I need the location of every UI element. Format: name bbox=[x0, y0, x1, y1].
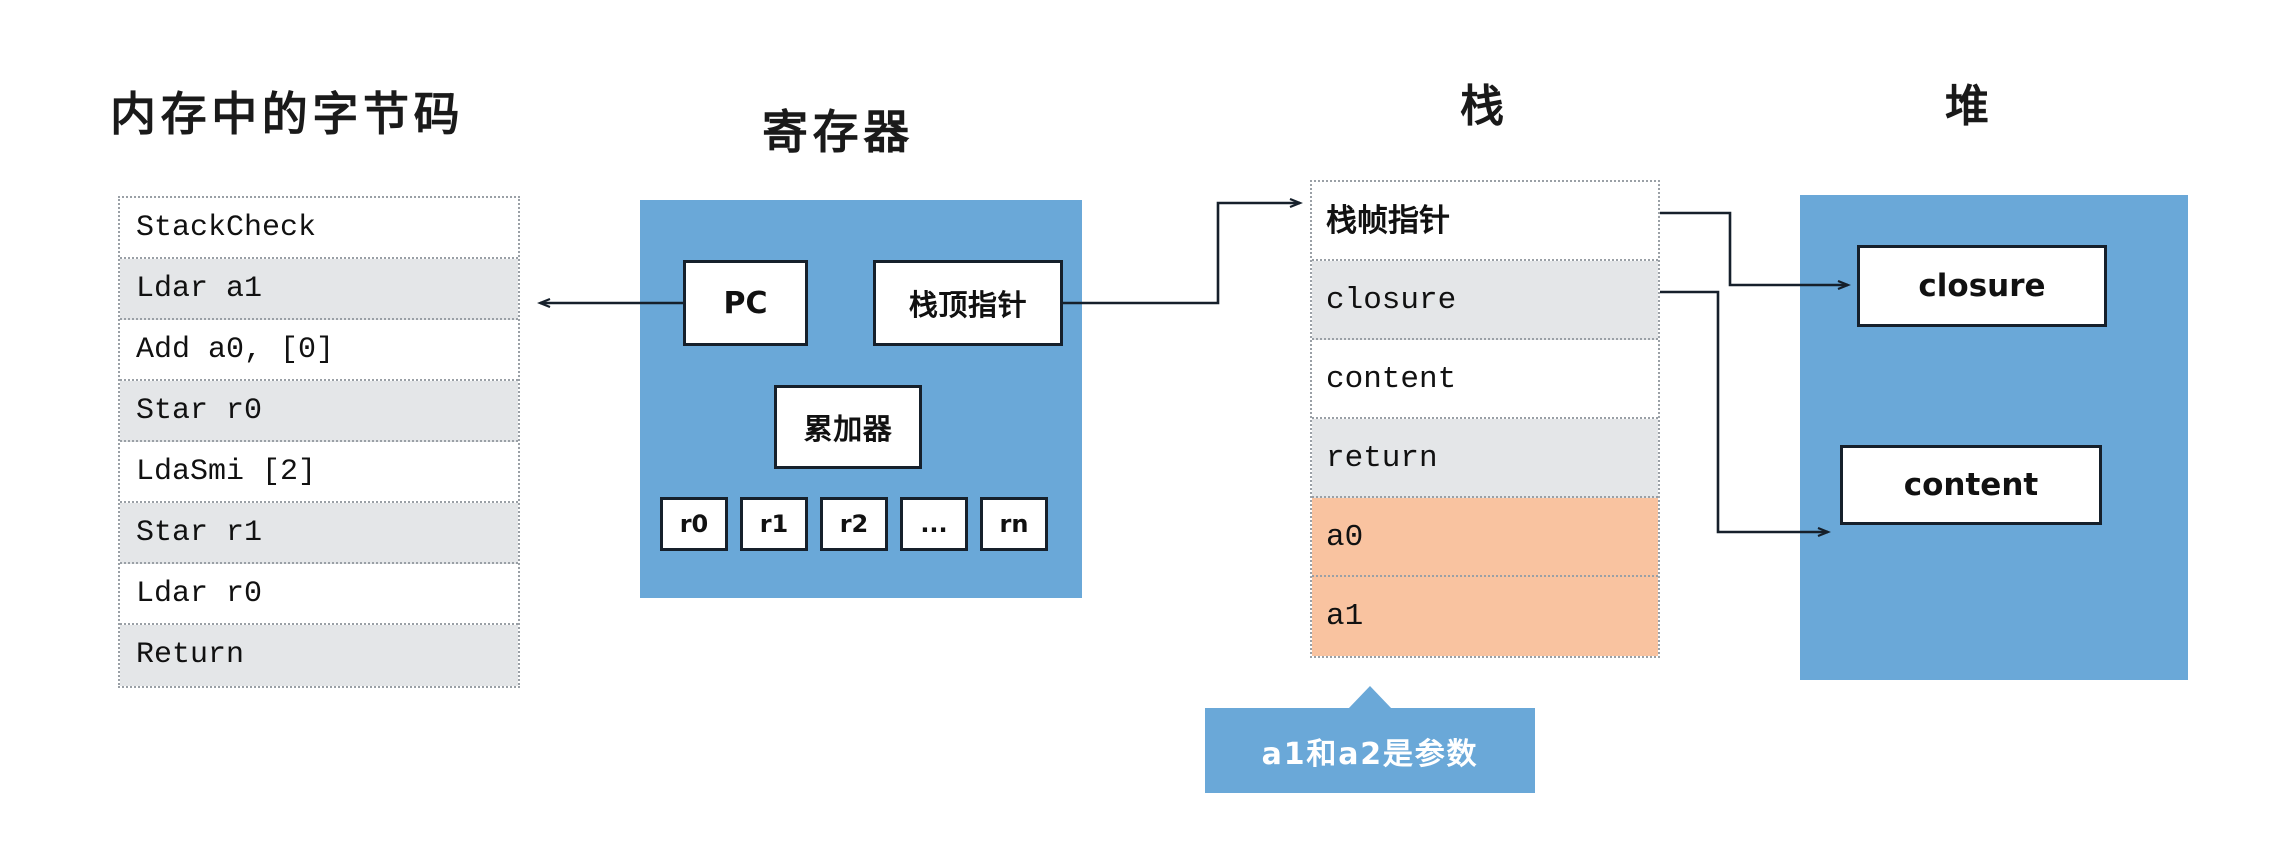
stack-slot-a1: a1 bbox=[1312, 577, 1658, 656]
bytecode-row: Ldar r0 bbox=[120, 564, 518, 625]
register-box-r1: r1 bbox=[740, 497, 808, 551]
heap-panel: closure content bbox=[1800, 195, 2188, 680]
register-accumulator-box: 累加器 bbox=[774, 385, 922, 469]
heap-section-title: 堆 bbox=[1945, 81, 1994, 132]
stack-slot-closure: closure bbox=[1312, 261, 1658, 340]
arguments-callout: a1和a2是参数 bbox=[1205, 708, 1535, 793]
heap-object-closure: closure bbox=[1857, 245, 2107, 327]
register-box-ellipsis: ... bbox=[900, 497, 968, 551]
stack-slot-content: content bbox=[1312, 340, 1658, 419]
bytecode-section-title: 内存中的字节码 bbox=[110, 87, 465, 141]
bytecode-row: Add a0, [0] bbox=[120, 320, 518, 381]
registers-panel: PC 栈顶指针 累加器 r0 r1 r2 ... rn bbox=[640, 200, 1082, 598]
registers-section-title: 寄存器 bbox=[762, 105, 914, 159]
bytecode-row: Ldar a1 bbox=[120, 259, 518, 320]
register-box-rn: rn bbox=[980, 497, 1048, 551]
bytecode-list: StackCheck Ldar a1 Add a0, [0] Star r0 L… bbox=[118, 196, 520, 688]
connector-sp-to-stack bbox=[1063, 203, 1300, 305]
stack-slot-return: return bbox=[1312, 419, 1658, 498]
register-stack-pointer-box: 栈顶指针 bbox=[873, 260, 1063, 346]
heap-object-content: content bbox=[1840, 445, 2102, 525]
register-box-r2: r2 bbox=[820, 497, 888, 551]
stack-list: 栈帧指针 closure content return a0 a1 bbox=[1310, 180, 1660, 658]
bytecode-row: Star r0 bbox=[120, 381, 518, 442]
bytecode-row: Return bbox=[120, 625, 518, 686]
stack-section-title: 栈 bbox=[1460, 81, 1509, 132]
register-file: r0 r1 r2 ... rn bbox=[660, 497, 1048, 551]
stack-slot-a0: a0 bbox=[1312, 498, 1658, 577]
register-pc-box: PC bbox=[683, 260, 808, 346]
bytecode-row: LdaSmi [2] bbox=[120, 442, 518, 503]
bytecode-row: StackCheck bbox=[120, 198, 518, 259]
register-box-r0: r0 bbox=[660, 497, 728, 551]
stack-slot-frame-pointer: 栈帧指针 bbox=[1312, 182, 1658, 261]
bytecode-row: Star r1 bbox=[120, 503, 518, 564]
